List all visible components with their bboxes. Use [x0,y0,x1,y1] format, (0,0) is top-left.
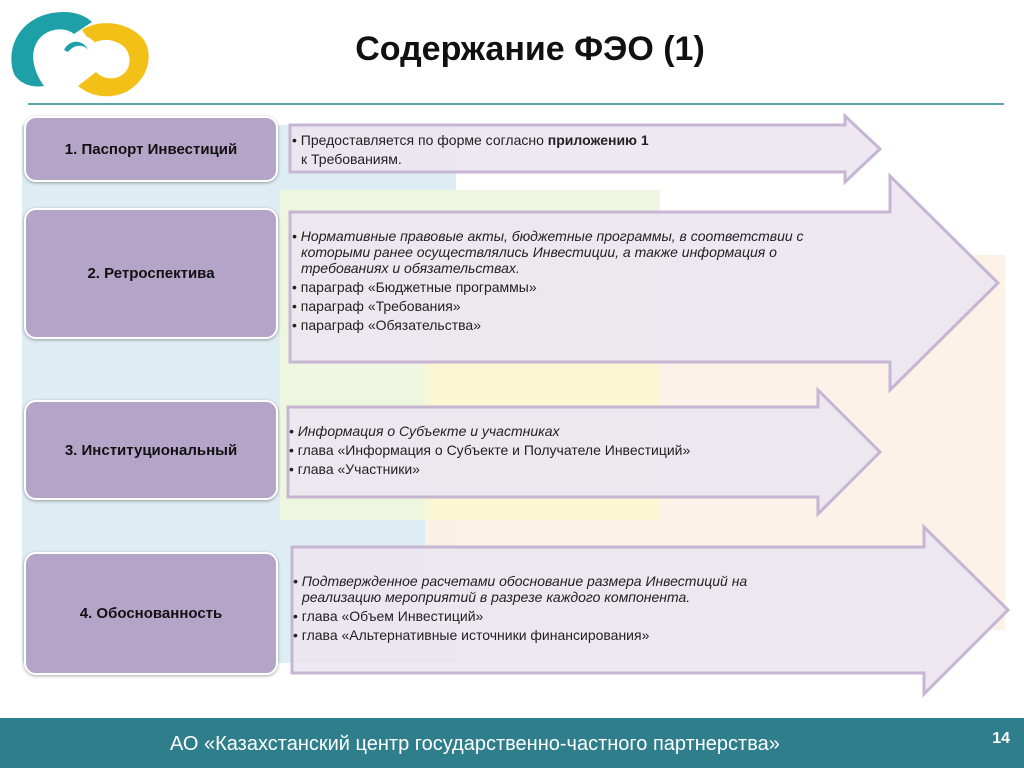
list-item: • глава «Объем Инвестиций» [293,608,484,624]
arrow-1 [288,112,883,186]
list-item: • глава «Информация о Субъекте и Получат… [289,442,691,458]
content-italic-line: реализацию мероприятий в разрезе каждого… [302,589,691,605]
content-italic-line: • Нормативные правовые акты, бюджетные п… [292,228,804,244]
footer-bar [0,718,1024,768]
company-logo [11,12,149,97]
section-content-retrospective: • Нормативные правовые акты, бюджетные п… [292,227,804,335]
footer-organization: АО «Казахстанский центр государственно-ч… [170,733,780,755]
arrow-3 [286,386,883,518]
slide-title: Содержание ФЭО (1) [355,30,705,68]
section-box-retrospective: 2. Ретроспектива [24,208,278,339]
content-line: к Требованиям. [301,151,402,167]
content-italic-line: которыми ранее осуществлялись Инвестиции… [301,244,777,260]
list-item: • глава «Альтернативные источники финанс… [293,627,650,643]
list-item: • параграф «Требования» [292,298,461,314]
section-content-passport: • Предоставляется по форме согласно прил… [292,131,649,169]
content-text: • Предоставляется по форме согласно [292,132,548,148]
page-number: 14 [992,730,1010,747]
content-italic-line: требованиях и обязательствах. [301,260,520,276]
section-box-passport: 1. Паспорт Инвестиций [24,116,278,182]
section-box-institutional: 3. Институциональный [24,400,278,500]
section-content-institutional: • Информация о Субъекте и участниках • г… [289,422,690,479]
arrow-2 [288,172,1001,394]
arrow-4 [290,523,1011,698]
list-item: • параграф «Обязательства» [292,317,481,333]
title-divider [28,103,1004,105]
content-bold-text: приложению 1 [547,132,649,148]
content-italic-line: • Подтвержденное расчетами обоснование р… [293,573,748,589]
content-line: • Предоставляется по форме согласно прил… [292,131,649,150]
section-box-justification: 4. Обоснованность [24,552,278,675]
list-item: • параграф «Бюджетные программы» [292,279,537,295]
content-italic-line: • Информация о Субъекте и участниках [289,423,560,439]
list-item: • глава «Участники» [289,461,420,477]
section-content-justification: • Подтвержденное расчетами обоснование р… [293,572,747,645]
